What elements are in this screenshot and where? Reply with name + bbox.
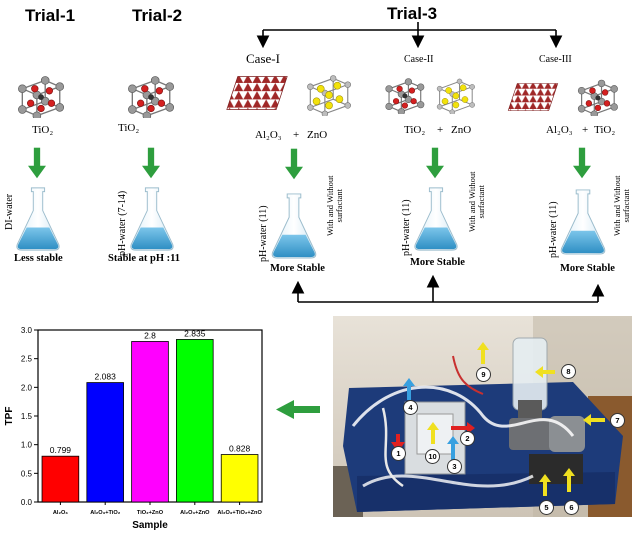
fluid-label-5: pH-water (11) <box>548 201 559 258</box>
al2o3-lattice-1 <box>226 76 288 110</box>
y-axis-label: TPF <box>4 407 15 426</box>
green-arrow-1 <box>28 147 46 179</box>
y-tick-label: 3.0 <box>21 326 33 335</box>
bar <box>176 339 214 503</box>
y-tick-label: 1.0 <box>21 441 33 450</box>
formula-tio2-3: TiO₂ <box>404 124 426 136</box>
plus-sign-3: + <box>582 124 589 136</box>
y-tick-label: 0.5 <box>21 469 33 478</box>
bar-value-label: 2.083 <box>95 372 117 382</box>
bar <box>86 382 124 503</box>
photo-label-9: 9 <box>476 367 491 382</box>
bar-value-label: 2.835 <box>184 328 206 338</box>
x-tick-label: TiO₂+ZnO <box>137 510 164 516</box>
bar-value-label: 0.828 <box>229 444 251 454</box>
stable-connector <box>291 274 605 303</box>
photo-label-4: 4 <box>403 400 418 415</box>
bar <box>131 341 169 503</box>
plus-sign-1: + <box>293 129 300 141</box>
trial-2-title: Trial-2 <box>132 6 183 25</box>
green-left-arrow <box>276 400 320 419</box>
case-2-label: Case-II <box>404 54 434 65</box>
stability-label-2: Stable at pH :11 <box>108 253 181 264</box>
tio2-crystal-2 <box>127 75 175 118</box>
formula-al2o3-2: Al₂O₃ <box>546 124 573 136</box>
formula-tio2-4: TiO₂ <box>594 124 616 136</box>
trial3-bracket <box>256 22 563 49</box>
case-1-label: Case-I <box>246 51 280 66</box>
green-arrow-3 <box>285 148 303 180</box>
x-tick-label: Al₂O₃+TiO₂ <box>90 510 121 516</box>
case-3-label: Case-III <box>539 54 572 65</box>
stability-label-5: More Stable <box>560 263 615 274</box>
fluid-label-4: pH-water (11) <box>401 199 412 256</box>
photo-label-8: 8 <box>561 364 576 379</box>
tio2-crystal-4 <box>577 79 619 116</box>
bar-value-label: 2.8 <box>144 330 156 340</box>
x-tick-label: Al₂O₃ <box>53 510 68 516</box>
plus-sign-2: + <box>437 124 444 136</box>
photo-label-1: 1 <box>391 446 406 461</box>
zno-crystal-2 <box>436 78 476 114</box>
green-arrow-2 <box>142 147 160 179</box>
flask-4 <box>414 187 458 251</box>
flask-2 <box>130 187 174 251</box>
bar-value-label: 0.799 <box>50 445 72 455</box>
experimental-setup-photo <box>333 316 632 517</box>
photo-label-10: 10 <box>425 449 440 464</box>
fluid-label-1: DI-water <box>4 193 15 230</box>
photo-label-3: 3 <box>447 459 462 474</box>
photo-label-6: 6 <box>564 500 579 515</box>
formula-zno-2: ZnO <box>451 124 472 136</box>
bar <box>220 454 259 503</box>
y-tick-label: 1.5 <box>21 412 33 421</box>
tio2-crystal-1 <box>17 75 65 118</box>
formula-al2o3-1: Al₂O₃ <box>255 129 282 141</box>
fluid-label-3: pH-water (11) <box>258 205 269 262</box>
formula-tio2-1: TiO₂ <box>32 124 54 136</box>
photo-label-7: 7 <box>610 413 625 428</box>
flask-1 <box>16 187 60 251</box>
fluid-label-2: pH-water (7-14) <box>117 190 128 256</box>
green-arrow-5 <box>573 147 591 179</box>
al2o3-lattice-2 <box>507 83 559 111</box>
x-tick-label: Al₂O₃+ZnO <box>180 510 210 516</box>
x-axis-label: Sample <box>132 520 168 531</box>
formula-zno-1: ZnO <box>307 129 328 141</box>
trial-1-title: Trial-1 <box>25 6 76 25</box>
flask-3 <box>271 193 317 259</box>
stability-label-1: Less stable <box>14 253 63 264</box>
tio2-crystal-3 <box>385 77 425 114</box>
stability-label-4: More Stable <box>410 257 465 268</box>
y-tick-label: 0.0 <box>21 498 33 507</box>
trial-3-title: Trial-3 <box>387 4 438 23</box>
bar <box>41 455 80 503</box>
y-tick-label: 2.0 <box>21 383 33 392</box>
photo-label-5: 5 <box>539 500 554 515</box>
photo-label-2: 2 <box>460 431 475 446</box>
x-tick-label: Al₂O₃+TiO₂+ZnO <box>217 510 262 516</box>
flask-5 <box>560 189 606 255</box>
zno-crystal-1 <box>306 74 352 116</box>
stability-label-3: More Stable <box>270 263 325 274</box>
green-arrow-4 <box>426 147 444 179</box>
y-tick-label: 2.5 <box>21 355 33 364</box>
formula-tio2-2: TiO₂ <box>118 122 140 134</box>
